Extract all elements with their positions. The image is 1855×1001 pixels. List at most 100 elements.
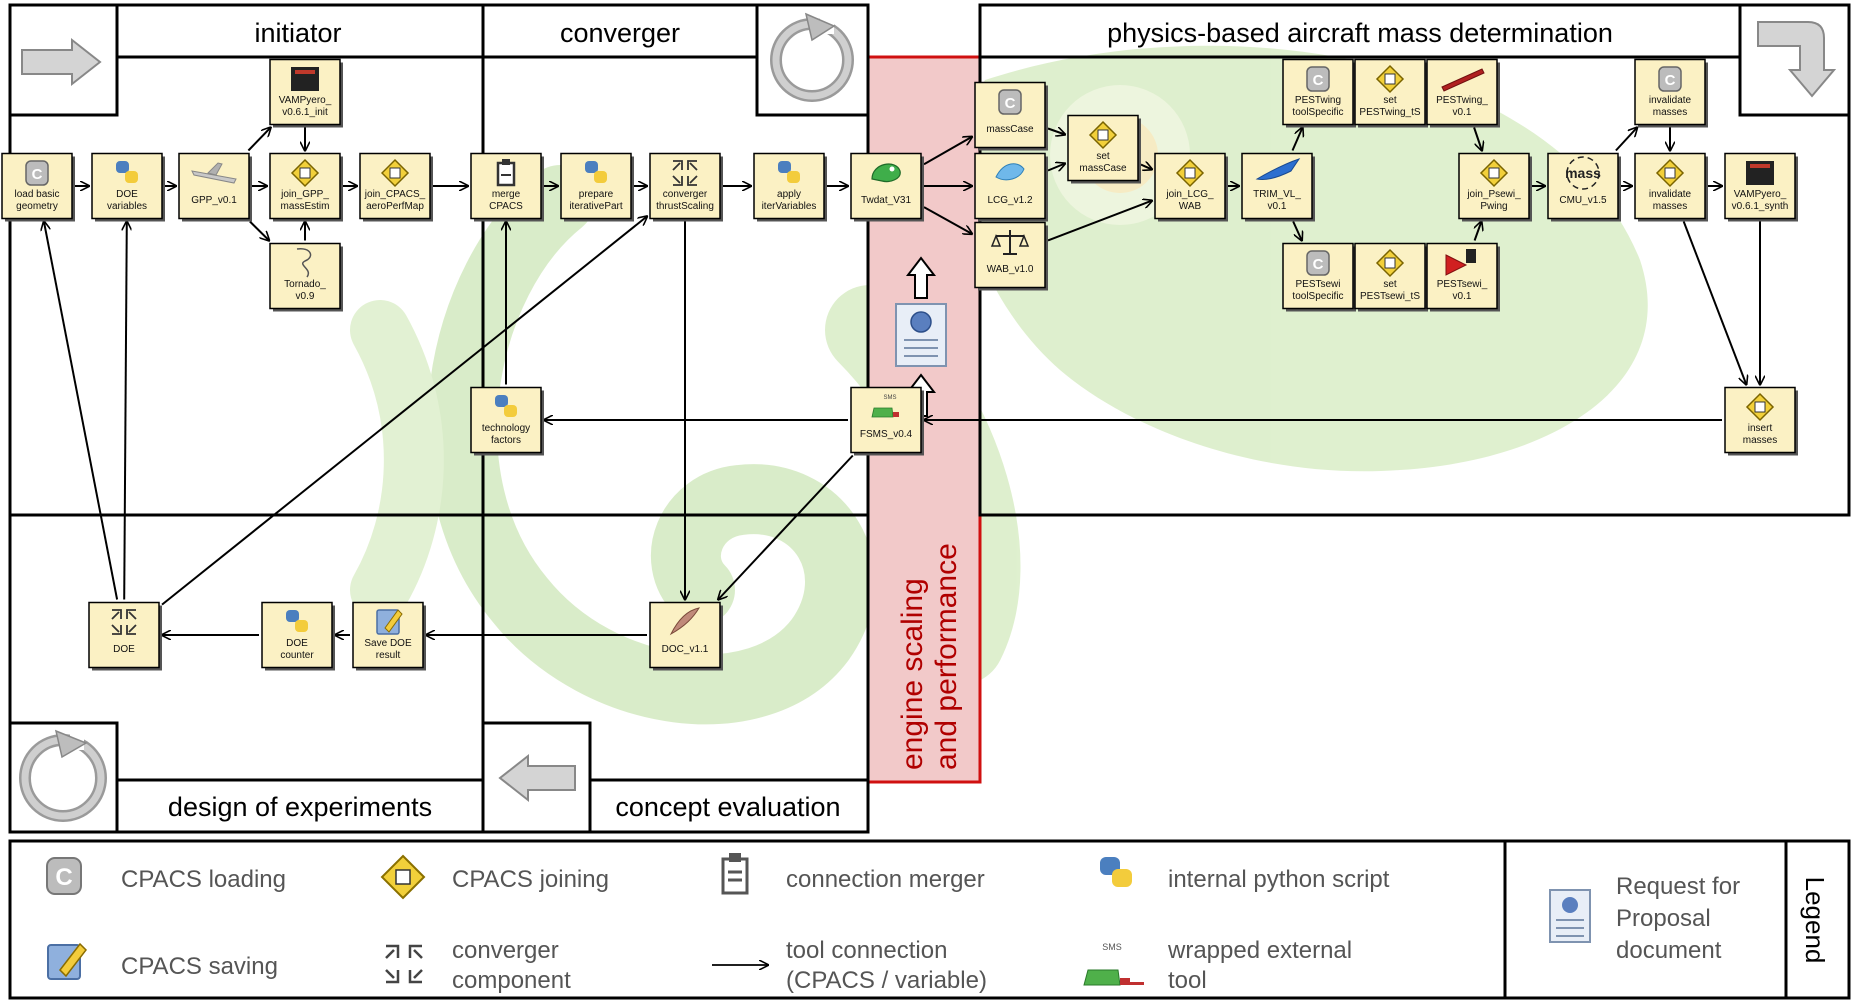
tool-node-label: masses [1743, 435, 1777, 446]
tool-node-label: TRIM_VL_ [1253, 189, 1301, 200]
python-script-icon [286, 610, 308, 632]
tool-node-box [1547, 152, 1619, 220]
legend-wrapped-tool-icon: SMS [1083, 942, 1144, 986]
tool-node-pestsewi[interactable]: PESTsewi_v0.1 [1426, 242, 1500, 312]
legend-label-wrapped-tool-2: tool [1168, 967, 1207, 994]
tool-node-trim[interactable]: TRIM_VL_v0.1 [1241, 152, 1315, 222]
tool-node-box [974, 152, 1046, 220]
legend-label-cpacs-joining: CPACS joining [452, 866, 609, 893]
tool-node-label: v0.6.1_init [282, 107, 328, 118]
tool-node-pestwing[interactable]: PESTwing_v0.1 [1426, 58, 1500, 128]
tool-node-vamp-init[interactable]: VAMPyero_v0.6.1_init [269, 58, 343, 128]
tool-node-label: counter [280, 650, 314, 661]
legend-label-python-script: internal python script [1168, 866, 1390, 893]
vampyero-icon [291, 67, 319, 91]
connection-doe-to-load_geom [44, 222, 119, 600]
section-title-mass-determination: physics-based aircraft mass determinatio… [1107, 18, 1613, 48]
legend-label-wrapped-tool-1: wrapped external [1167, 937, 1352, 964]
tool-node-vamp-synth[interactable]: VAMPyero_v0.6.1_synth [1724, 152, 1798, 222]
doc-feather-icon [669, 607, 701, 636]
connection-masscase-to-set_masscase [1047, 129, 1065, 135]
tool-node-gpp[interactable]: GPP_v0.1 [178, 152, 252, 222]
tool-node-box [850, 386, 922, 454]
section-title-initiator: initiator [254, 18, 341, 48]
tool-node-label: load basic [14, 189, 59, 200]
tool-node-wab[interactable]: WAB_v1.0 [974, 221, 1048, 291]
tool-node-label: PESTwing_tS [1359, 107, 1420, 118]
connection-doe-to-conv_thrust [161, 216, 647, 606]
legend-rfp-document-icon [1549, 889, 1591, 943]
tool-node-join-psewi[interactable]: join_Psewi_Pwing [1458, 152, 1532, 222]
wrapped-tool-icon: SMS [871, 395, 899, 418]
tool-node-doc[interactable]: DOC_v1.1 [649, 601, 723, 671]
tool-node-join-lcg[interactable]: join_LCG_WAB [1154, 152, 1228, 222]
tool-node-fsms[interactable]: SMS FSMS_v0.4 [850, 386, 924, 456]
tool-node-box [178, 152, 250, 220]
legend-connection-merger-icon [721, 853, 749, 895]
legend-converger-component-icon [385, 944, 423, 984]
chameleon-icon [871, 163, 901, 183]
cpacs-joining-icon [1745, 392, 1775, 422]
connection-pestwing-to-join_psewi [1473, 127, 1482, 151]
svg-text:mass: mass [1565, 165, 1601, 181]
tool-node-doe[interactable]: DOE [88, 601, 162, 671]
cpacs-loading-icon: C [998, 89, 1022, 115]
tool-node-label: join_Psewi_ [1466, 189, 1521, 200]
tool-node-tornado[interactable]: Tornado_v0.9 [269, 242, 343, 312]
tool-node-join-cpacs[interactable]: join_CPACS_aeroPerfMap [359, 152, 433, 222]
tool-node-label: insert [1748, 423, 1773, 434]
section-title-concept-evaluation: concept evaluation [615, 792, 840, 822]
tool-node-label: GPP_v0.1 [191, 195, 237, 206]
tool-node-label: CMU_v1.5 [1559, 195, 1607, 206]
tool-node-label: thrustScaling [656, 201, 714, 212]
tool-node-label: Pwing [1480, 201, 1507, 212]
lcg-icon [995, 163, 1025, 181]
svg-text:C: C [1313, 72, 1324, 89]
tool-node-box [850, 152, 922, 220]
legend-python-script-icon [1100, 857, 1132, 887]
doe-loop-icon [19, 729, 107, 822]
connection-pestsewi-to-join_psewi [1473, 222, 1482, 241]
converger-component-icon [672, 160, 698, 186]
tool-node-label: converger [663, 189, 708, 200]
cpacs-joining-icon [1479, 158, 1509, 188]
tool-node-lcg[interactable]: LCG_v1.2 [974, 152, 1048, 222]
legend-label-rfp-3: document [1616, 937, 1722, 964]
svg-text:C: C [32, 166, 43, 183]
cpacs-joining-icon [290, 158, 320, 188]
legend-label-cpacs-saving: CPACS saving [121, 953, 278, 980]
legend-cpacs-loading-icon: C [46, 857, 82, 895]
tool-node-label: DOC_v1.1 [662, 644, 709, 655]
tool-node-label: PESTsewi [1295, 279, 1340, 290]
connection-gpp-to-tornado [249, 220, 269, 241]
tool-node-label: FSMS_v0.4 [860, 429, 913, 440]
tool-node-join-gpp[interactable]: join_GPP_massEstim [269, 152, 343, 222]
legend-cpacs-joining-icon [380, 854, 426, 900]
tool-node-label: prepare [579, 189, 614, 200]
cpacs-joining-icon [1655, 158, 1685, 188]
tool-node-label: masses [1653, 107, 1687, 118]
connection-lcg-to-set_masscase [1047, 164, 1065, 171]
tool-node-twdat[interactable]: Twdat_V31 [850, 152, 924, 222]
tornado-icon [296, 248, 312, 278]
